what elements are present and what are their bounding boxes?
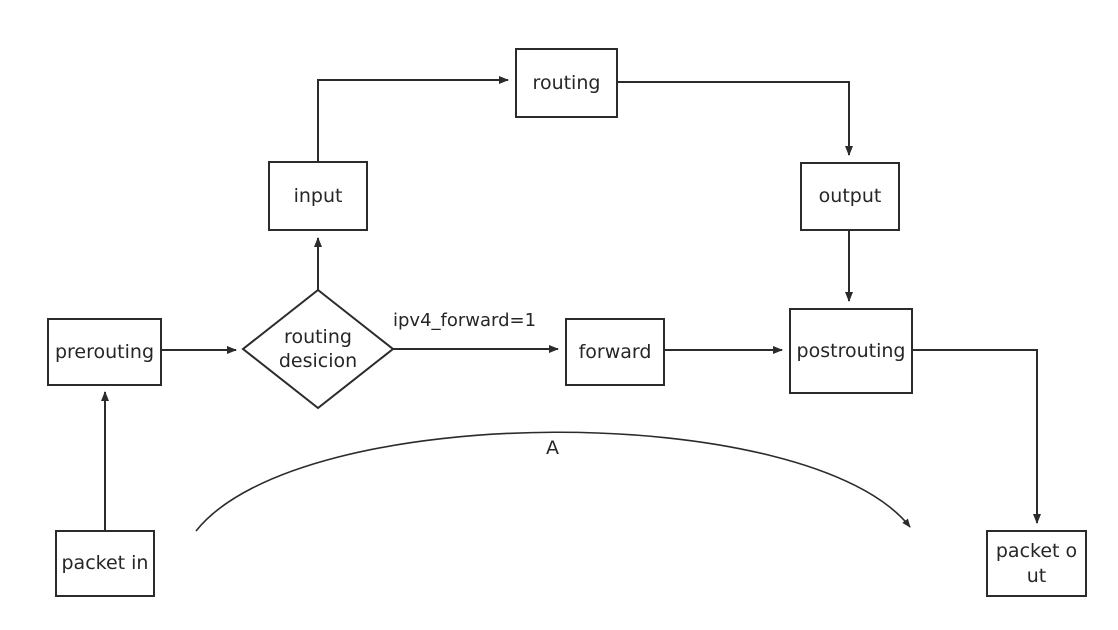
node-packet-out[interactable]: packet out [986,530,1087,597]
edge-input-routing [317,76,509,161]
node-input[interactable]: input [268,161,368,231]
edge-routing-output [618,81,853,156]
node-routing[interactable]: routing [515,48,618,118]
arc-label-a: A [546,437,559,459]
routing-decision-diamond [241,288,395,410]
node-prerouting[interactable]: prerouting [47,318,162,386]
edge-arc-a [195,431,911,532]
node-postrouting[interactable]: postrouting [789,308,913,394]
node-forward[interactable]: forward [565,318,665,386]
edge-label-ipv4-forward: ipv4_forward=1 [393,310,537,331]
edge-postrouting-packetout [913,349,1041,524]
node-output[interactable]: output [800,162,900,231]
node-packet-in[interactable]: packet in [55,530,155,597]
